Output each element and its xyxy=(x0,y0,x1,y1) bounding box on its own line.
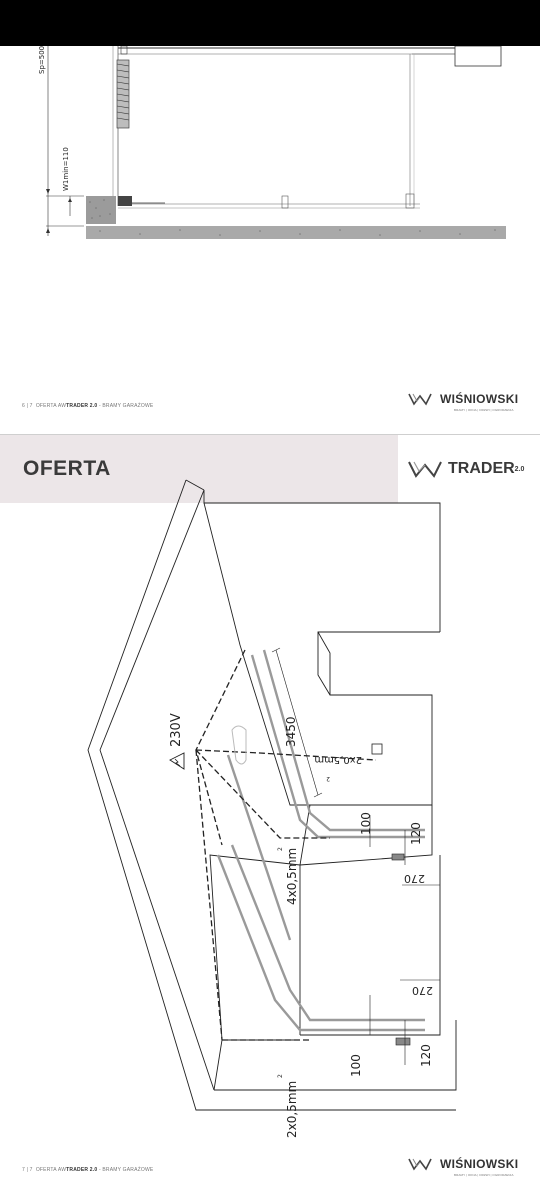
footer-page-number: 6 | 7 xyxy=(22,403,33,409)
trader-name: TRADER xyxy=(448,460,515,477)
label-cable-mid-sup: 2 xyxy=(277,847,284,851)
wiring-diagram: 230V 3450 2x0,5mm 2 4x0,5mm 2 2x0,5mm 2 … xyxy=(87,479,457,1138)
brand-name: WIŚNIOWSKI xyxy=(440,392,519,406)
wisniowski-w-icon xyxy=(408,1158,432,1171)
label-3450: 3450 xyxy=(284,716,298,747)
dim-w1-label: W1min=110 xyxy=(62,147,70,191)
offer-banner xyxy=(0,435,398,503)
trader-w-icon xyxy=(408,461,442,478)
label-270-bottom: 270 xyxy=(412,984,433,997)
page-footer: 6 | 7 OFERTA AWTRADER 2.0 - BRAMY GARAŻO… xyxy=(22,403,153,409)
label-270-top: 270 xyxy=(404,872,425,885)
brand-tagline: BRAMY | OKNA | DRZWI | OGRODZENIA xyxy=(454,1173,514,1177)
label-cable-bottom: 2x0,5mm xyxy=(285,1081,299,1138)
wisniowski-logo: WIŚNIOWSKI BRAMY | OKNA | DRZWI | OGRODZ… xyxy=(408,392,519,412)
label-100-bottom: 100 xyxy=(349,1054,363,1077)
wisniowski-logo: WIŚNIOWSKI BRAMY | OKNA | DRZWI | OGRODZ… xyxy=(408,1157,519,1177)
label-120-bottom: 120 xyxy=(419,1044,433,1067)
label-120-top: 120 xyxy=(409,822,423,845)
footer-category: - BRAMY GARAŻOWE xyxy=(98,1167,154,1173)
trader-version: 2.0 xyxy=(514,465,525,473)
top-black-bar xyxy=(0,0,540,46)
brand-name: WIŚNIOWSKI xyxy=(440,1157,519,1171)
dim-sp-label: Sp=5000 xyxy=(38,46,46,74)
brand-tagline: BRAMY | OKNA | DRZWI | OGRODZENIA xyxy=(454,408,514,412)
page-footer: 7 | 7 OFERTA AWTRADER 2.0 - BRAMY GARAŻO… xyxy=(22,1167,153,1173)
footer-prefix: OFERTA AW xyxy=(35,403,67,409)
warning-triangle-icon xyxy=(169,752,185,770)
footer-product: TRADER 2.0 xyxy=(66,403,98,409)
label-100-top: 100 xyxy=(359,812,373,835)
label-cable-top-sup: 2 xyxy=(326,775,330,782)
banner-title: OFERTA xyxy=(23,457,111,480)
page-divider xyxy=(0,434,540,435)
label-cable-top: 2x0,5mm xyxy=(314,754,362,765)
footer-product: TRADER 2.0 xyxy=(66,1167,98,1173)
wisniowski-w-icon xyxy=(408,393,432,406)
label-cable-bottom-sup: 2 xyxy=(277,1074,284,1078)
label-voltage: 230V xyxy=(169,713,184,747)
page-6: Sp=5000 W1min=110 6 | 7 OFERTA AWTRADER … xyxy=(0,46,540,434)
label-cable-mid: 4x0,5mm xyxy=(285,848,299,905)
footer-page-number: 7 | 7 xyxy=(22,1167,33,1173)
door-section-drawing: Sp=5000 W1min=110 xyxy=(38,46,506,239)
footer-category: - BRAMY GARAŻOWE xyxy=(98,403,154,409)
footer-prefix: OFERTA AW xyxy=(35,1167,67,1173)
